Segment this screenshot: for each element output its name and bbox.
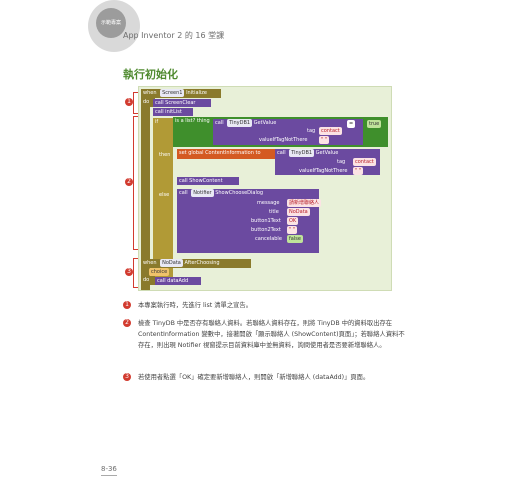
marker-1: 1 — [125, 98, 133, 106]
call-dataadd-block[interactable]: call dataAdd — [155, 277, 201, 285]
nodata-chip[interactable]: NoData — [160, 259, 183, 267]
item-marker: 2 — [123, 319, 131, 327]
then-getvalue-label: GetValue — [315, 150, 339, 156]
call-label: call — [215, 120, 224, 126]
list-item: 1 本專案執行時，先進行 list 清單之宣告。 — [123, 300, 408, 311]
afterchoosing-label: AfterChoosing — [184, 260, 220, 266]
button2-value[interactable]: " " — [287, 226, 298, 234]
message-label: message — [257, 200, 280, 206]
item-text: 檢查 TinyDB 中是否存有聯絡人資料。若聯絡人資料存在，則將 TinyDB … — [138, 320, 405, 349]
then-tag-value[interactable]: contact — [353, 158, 376, 166]
initialize-label: Initialize — [186, 90, 208, 96]
item-marker: 1 — [123, 301, 131, 309]
getvalue-label: GetValue — [253, 120, 277, 126]
do-label: do — [141, 98, 155, 107]
tinydb1-chip[interactable]: TinyDB1 — [227, 119, 253, 127]
tag-label: tag — [307, 128, 316, 134]
showchoosedialog-label: ShowChooseDialog — [215, 190, 264, 196]
then-label: then — [159, 152, 171, 158]
page-number: 8-36 — [101, 465, 117, 473]
when-after-label: when — [143, 260, 157, 266]
then-tinydb1-chip[interactable]: TinyDB1 — [289, 149, 315, 157]
then-empty-string-chip[interactable]: " " — [353, 167, 364, 175]
if-block[interactable]: if — [153, 118, 173, 278]
when-screen-initialize-block[interactable]: when Screen1 Initialize — [141, 89, 221, 98]
call-showcontent-block[interactable]: call ShowContent — [177, 177, 239, 185]
title-value[interactable]: NoData — [287, 208, 310, 216]
marker-3: 3 — [125, 268, 133, 276]
when-label: when — [143, 90, 157, 96]
call-initlist-block[interactable]: call initList — [153, 108, 193, 116]
thing-label: thing — [196, 118, 210, 124]
chapter-tag: 示範專案 — [96, 8, 126, 38]
true-chip[interactable]: true — [367, 120, 382, 128]
bracket-2 — [133, 116, 138, 250]
section-title: 執行初始化 — [123, 68, 178, 81]
screen-name-chip[interactable]: Screen1 — [160, 89, 185, 97]
notifier-chip[interactable]: Notifier — [191, 189, 214, 197]
equals-op[interactable]: = — [347, 120, 356, 128]
button2-label: button2Text — [251, 227, 281, 233]
when-afterchoosing-block[interactable]: when NoData AfterChoosing — [141, 259, 251, 268]
if-label: if — [155, 119, 159, 125]
item-text: 若使用者點選「OK」確定要新增聯絡人，則開啟「新增聯絡人 (dataAdd)」頁… — [138, 374, 370, 381]
cancelable-label: cancelable — [255, 236, 282, 242]
blocks-canvas: when Screen1 Initialize do call ScreenCl… — [138, 86, 392, 291]
button1-label: button1Text — [251, 218, 281, 224]
item-marker: 3 — [123, 373, 131, 381]
after-do-label: do — [141, 276, 155, 285]
tinydb-getvalue-block[interactable]: call TinyDB1 GetValue — [213, 119, 363, 145]
else-call-label: call — [179, 190, 188, 196]
else-label: else — [159, 192, 170, 198]
tag-value[interactable]: contact — [319, 127, 342, 135]
then-tag-label: tag — [337, 159, 346, 165]
set-global-block[interactable]: set global ContentInformation to — [177, 149, 297, 159]
item-text: 本專案執行時，先進行 list 清單之宣告。 — [138, 302, 253, 309]
title-label: title — [269, 209, 279, 215]
button1-value[interactable]: OK — [287, 217, 299, 225]
message-value[interactable]: 請新增聯絡人 — [287, 199, 322, 207]
then-call-label: call — [277, 150, 286, 156]
footer-rule — [101, 475, 117, 476]
bracket-1 — [133, 92, 138, 114]
then-value-if-not-there-label: valueIfTagNotThere — [299, 168, 348, 174]
list-item: 3 若使用者點選「OK」確定要新增聯絡人，則開啟「新增聯絡人 (dataAdd)… — [123, 372, 408, 383]
set-global-label: set global ContentInformation — [179, 150, 254, 156]
cancelable-value[interactable]: false — [287, 235, 303, 243]
is-a-list-label: is a list? — [175, 118, 196, 124]
bracket-3 — [133, 258, 138, 288]
marker-2: 2 — [125, 178, 133, 186]
do-rail — [141, 98, 150, 290]
choice-param[interactable]: choice — [149, 268, 170, 276]
book-title: App Inventor 2 的 16 堂課 — [123, 31, 225, 40]
value-if-not-there-label: valueIfTagNotThere — [259, 137, 308, 143]
list-item: 2 檢查 TinyDB 中是否存有聯絡人資料。若聯絡人資料存在，則將 TinyD… — [123, 318, 408, 351]
empty-string-chip[interactable]: " " — [319, 136, 330, 144]
call-screenclear-block[interactable]: call ScreenClear — [153, 99, 211, 107]
to-label: to — [255, 150, 261, 156]
